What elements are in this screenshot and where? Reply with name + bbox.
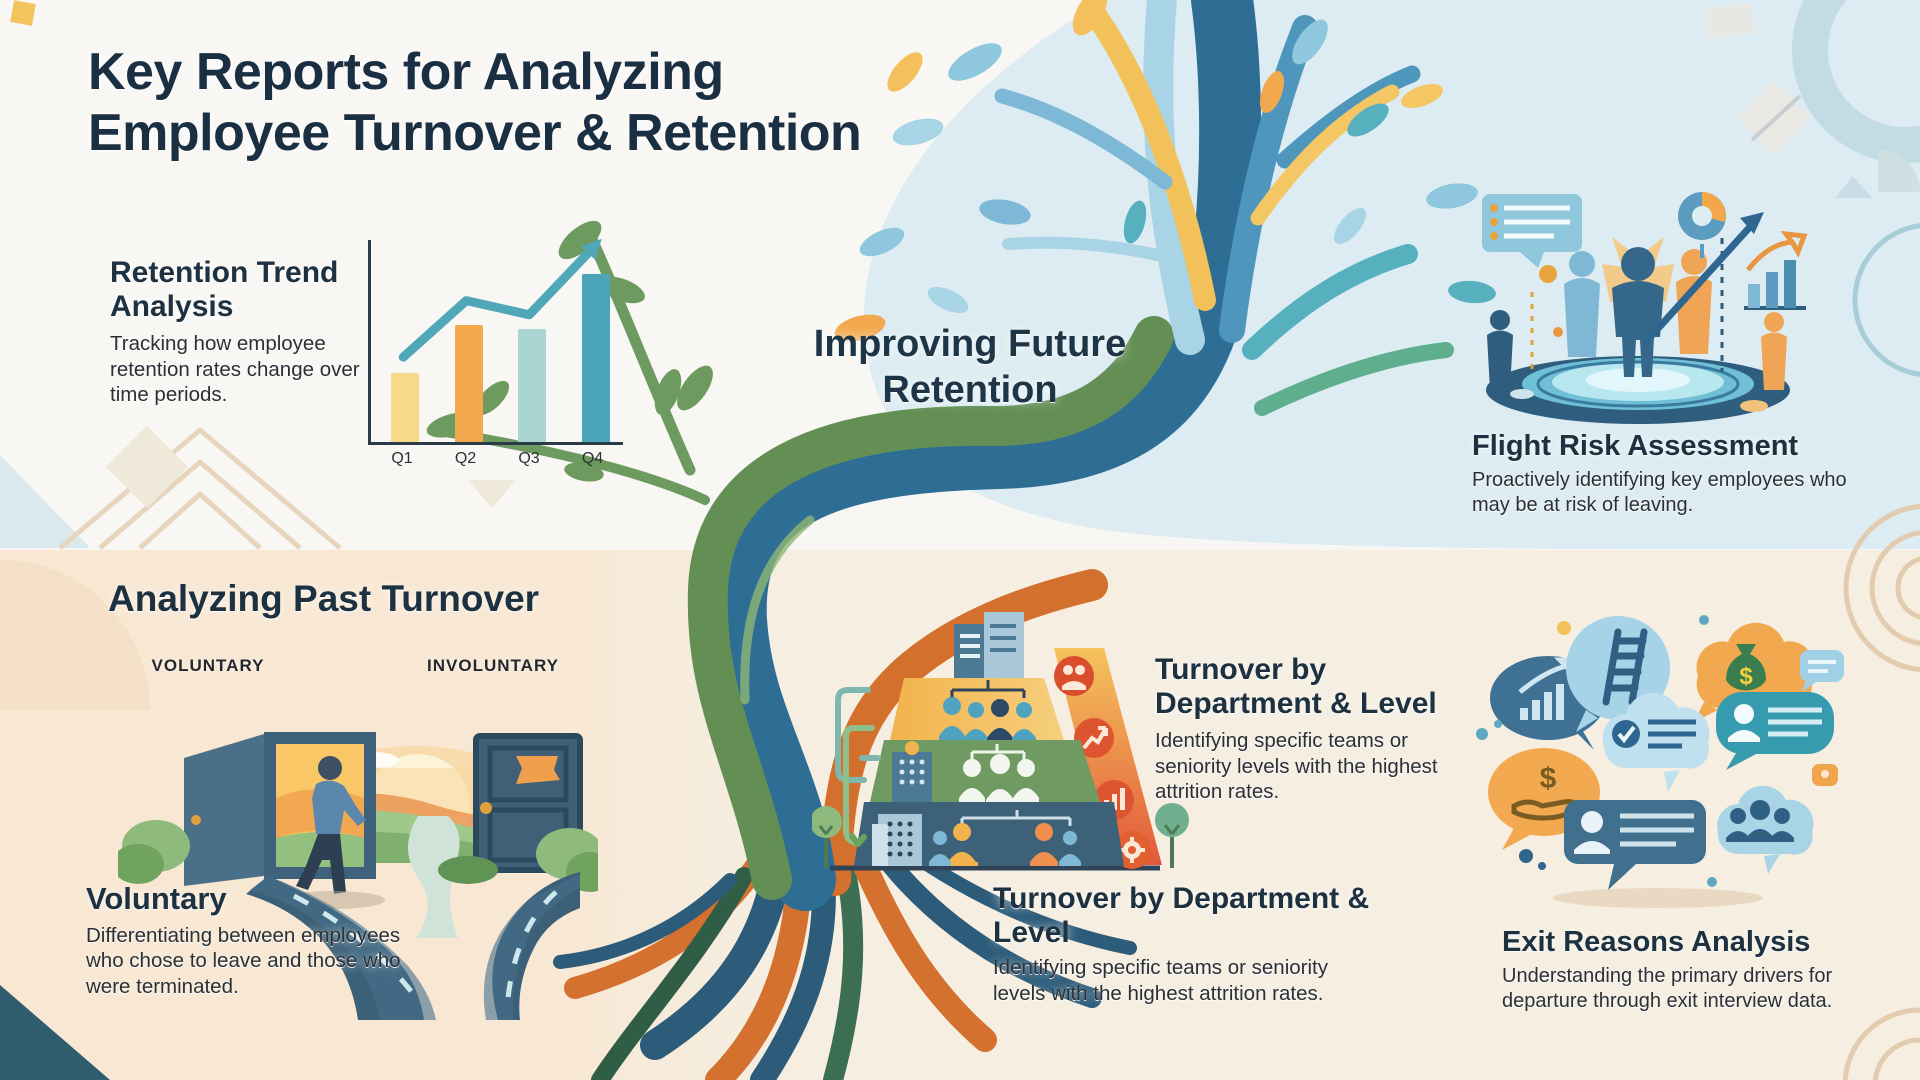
notes-speech-bubble-icon	[1482, 194, 1582, 268]
exit-reasons-heading: Exit Reasons Analysis	[1502, 926, 1811, 958]
teal-figure	[1564, 251, 1600, 357]
flight-risk-heading: Flight Risk Assessment	[1472, 430, 1799, 462]
mini-bar-chart-icon	[1744, 230, 1808, 310]
exit-reasons-body: Understanding the primary drivers for de…	[1502, 965, 1833, 1013]
orange-figure	[1676, 249, 1712, 354]
chart-x-label: Q1	[391, 450, 413, 467]
turnover-dept-bottom-section: Turnover by Department & Level Identifyi…	[993, 882, 1371, 1006]
chart-x-label: Q3	[518, 450, 540, 467]
top-right-decor	[1704, 0, 1920, 377]
exit-reasons-section: Exit Reasons Analysis Understanding the …	[1502, 926, 1912, 1014]
radar-platform	[1486, 356, 1790, 424]
voluntary-door-label: VOLUNTARY	[151, 656, 265, 675]
glow-figure-backdrop	[1602, 237, 1674, 302]
rising-arrow-icon	[1641, 212, 1764, 347]
analyzing-past-heading: Analyzing Past Turnover	[108, 578, 540, 619]
chart-x-label: Q2	[454, 450, 477, 467]
flight-risk-section: Flight Risk Assessment Proactively ident…	[1472, 430, 1872, 518]
retention-trend-section: Retention Trend Analysis Tracking how em…	[110, 256, 362, 407]
small-orange-figure	[1761, 312, 1787, 390]
voluntary-section: Voluntary Differentiating between employ…	[86, 881, 416, 999]
flight-risk-illustration	[1482, 192, 1808, 424]
retention-trend-body: Tracking how employee retention rates ch…	[110, 332, 360, 406]
page-title-line2: Employee Turnover & Retention	[88, 103, 862, 162]
trend-line-arrow-icon	[398, 238, 602, 362]
improving-future-heading: Improving Future Retention	[813, 323, 1127, 411]
voluntary-heading: Voluntary	[86, 881, 227, 916]
chart-bar-q3	[518, 328, 546, 442]
chart-bar-q1	[391, 373, 419, 442]
turnover-dept-right-body: Identifying specific teams or seniority …	[1155, 729, 1438, 803]
turnover-dept-right-section: Turnover by Department & Level Identifyi…	[1155, 653, 1447, 804]
small-dark-figure	[1487, 310, 1513, 390]
pie-chart-icon	[1678, 192, 1726, 258]
voluntary-body: Differentiating between employees who ch…	[86, 923, 401, 998]
retention-trend-heading: Retention Trend Analysis	[110, 256, 339, 323]
central-employee-figure	[1612, 247, 1664, 377]
page-title-line1: Key Reports for Analyzing	[88, 43, 724, 101]
retention-trend-chart: Q1 Q2 Q3 Q4	[368, 238, 628, 478]
turnover-dept-right-heading: Turnover by Department & Level	[1155, 653, 1437, 720]
involuntary-door-label: INVOLUNTARY	[427, 656, 559, 675]
page-title: Key Reports for Analyzing Employee Turno…	[88, 42, 1088, 164]
flight-risk-body: Proactively identifying key employees wh…	[1472, 469, 1847, 517]
coin-dot	[1539, 265, 1557, 283]
chart-x-label: Q4	[581, 450, 604, 467]
turnover-dept-bottom-body: Identifying specific teams or seniority …	[993, 956, 1328, 1005]
turnover-dept-bottom-heading: Turnover by Department & Level	[993, 882, 1370, 949]
